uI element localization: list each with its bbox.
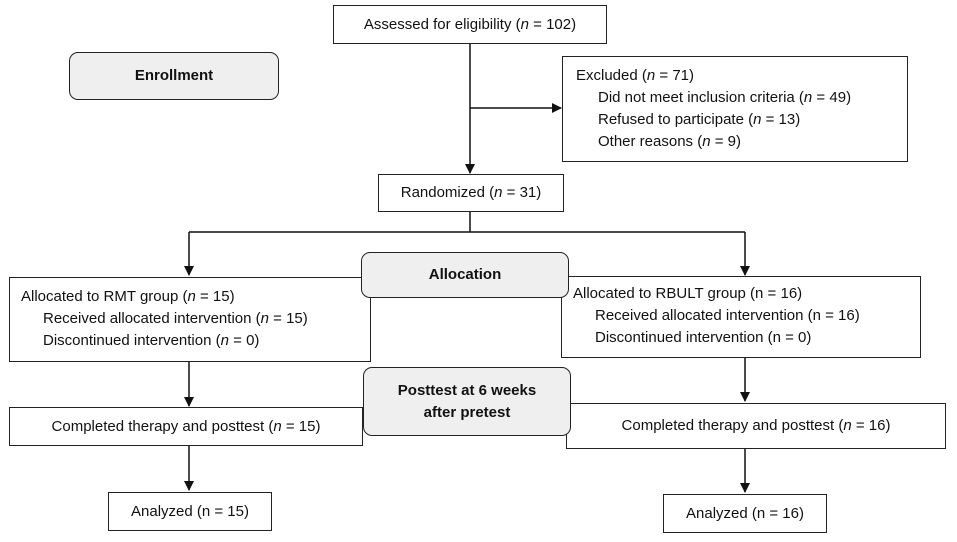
randomized-box: Randomized (n = 31) — [378, 174, 564, 212]
rbult-allocation-box: Allocated to RBULT group (n = 16) Receiv… — [561, 276, 921, 358]
rmt-discontinued: Discontinued intervention (n = 0) — [43, 332, 260, 349]
stage-allocation: Allocation — [361, 252, 569, 298]
rbult-discontinued: Discontinued intervention (n = 0) — [595, 329, 812, 346]
stage-enrollment: Enrollment — [69, 52, 279, 100]
excluded-item-refused: Refused to participate (n = 13) — [598, 111, 801, 128]
completed-right-box: Completed therapy and posttest (n = 16) — [566, 403, 946, 449]
rbult-received: Received allocated intervention (n = 16) — [595, 307, 860, 324]
assessed-box: Assessed for eligibility (n = 102) — [333, 5, 607, 44]
rbult-title: Allocated to RBULT group (n = 16) — [573, 285, 803, 302]
excluded-box: Excluded (n = 71) Did not meet inclusion… — [562, 56, 908, 162]
excluded-title: Excluded (n = 71) — [576, 67, 695, 84]
rmt-allocation-box: Allocated to RMT group (n = 15) Received… — [9, 277, 371, 362]
excluded-item-other: Other reasons (n = 9) — [598, 133, 742, 150]
rmt-received: Received allocated intervention (n = 15) — [43, 310, 308, 327]
excluded-item-criteria: Did not meet inclusion criteria (n = 49) — [598, 89, 852, 106]
rmt-title: Allocated to RMT group (n = 15) — [21, 288, 235, 305]
analyzed-left-box: Analyzed (n = 15) — [108, 492, 272, 531]
stage-posttest: Posttest at 6 weeks after pretest — [363, 367, 571, 436]
completed-left-box: Completed therapy and posttest (n = 15) — [9, 407, 363, 446]
analyzed-right-box: Analyzed (n = 16) — [663, 494, 827, 533]
